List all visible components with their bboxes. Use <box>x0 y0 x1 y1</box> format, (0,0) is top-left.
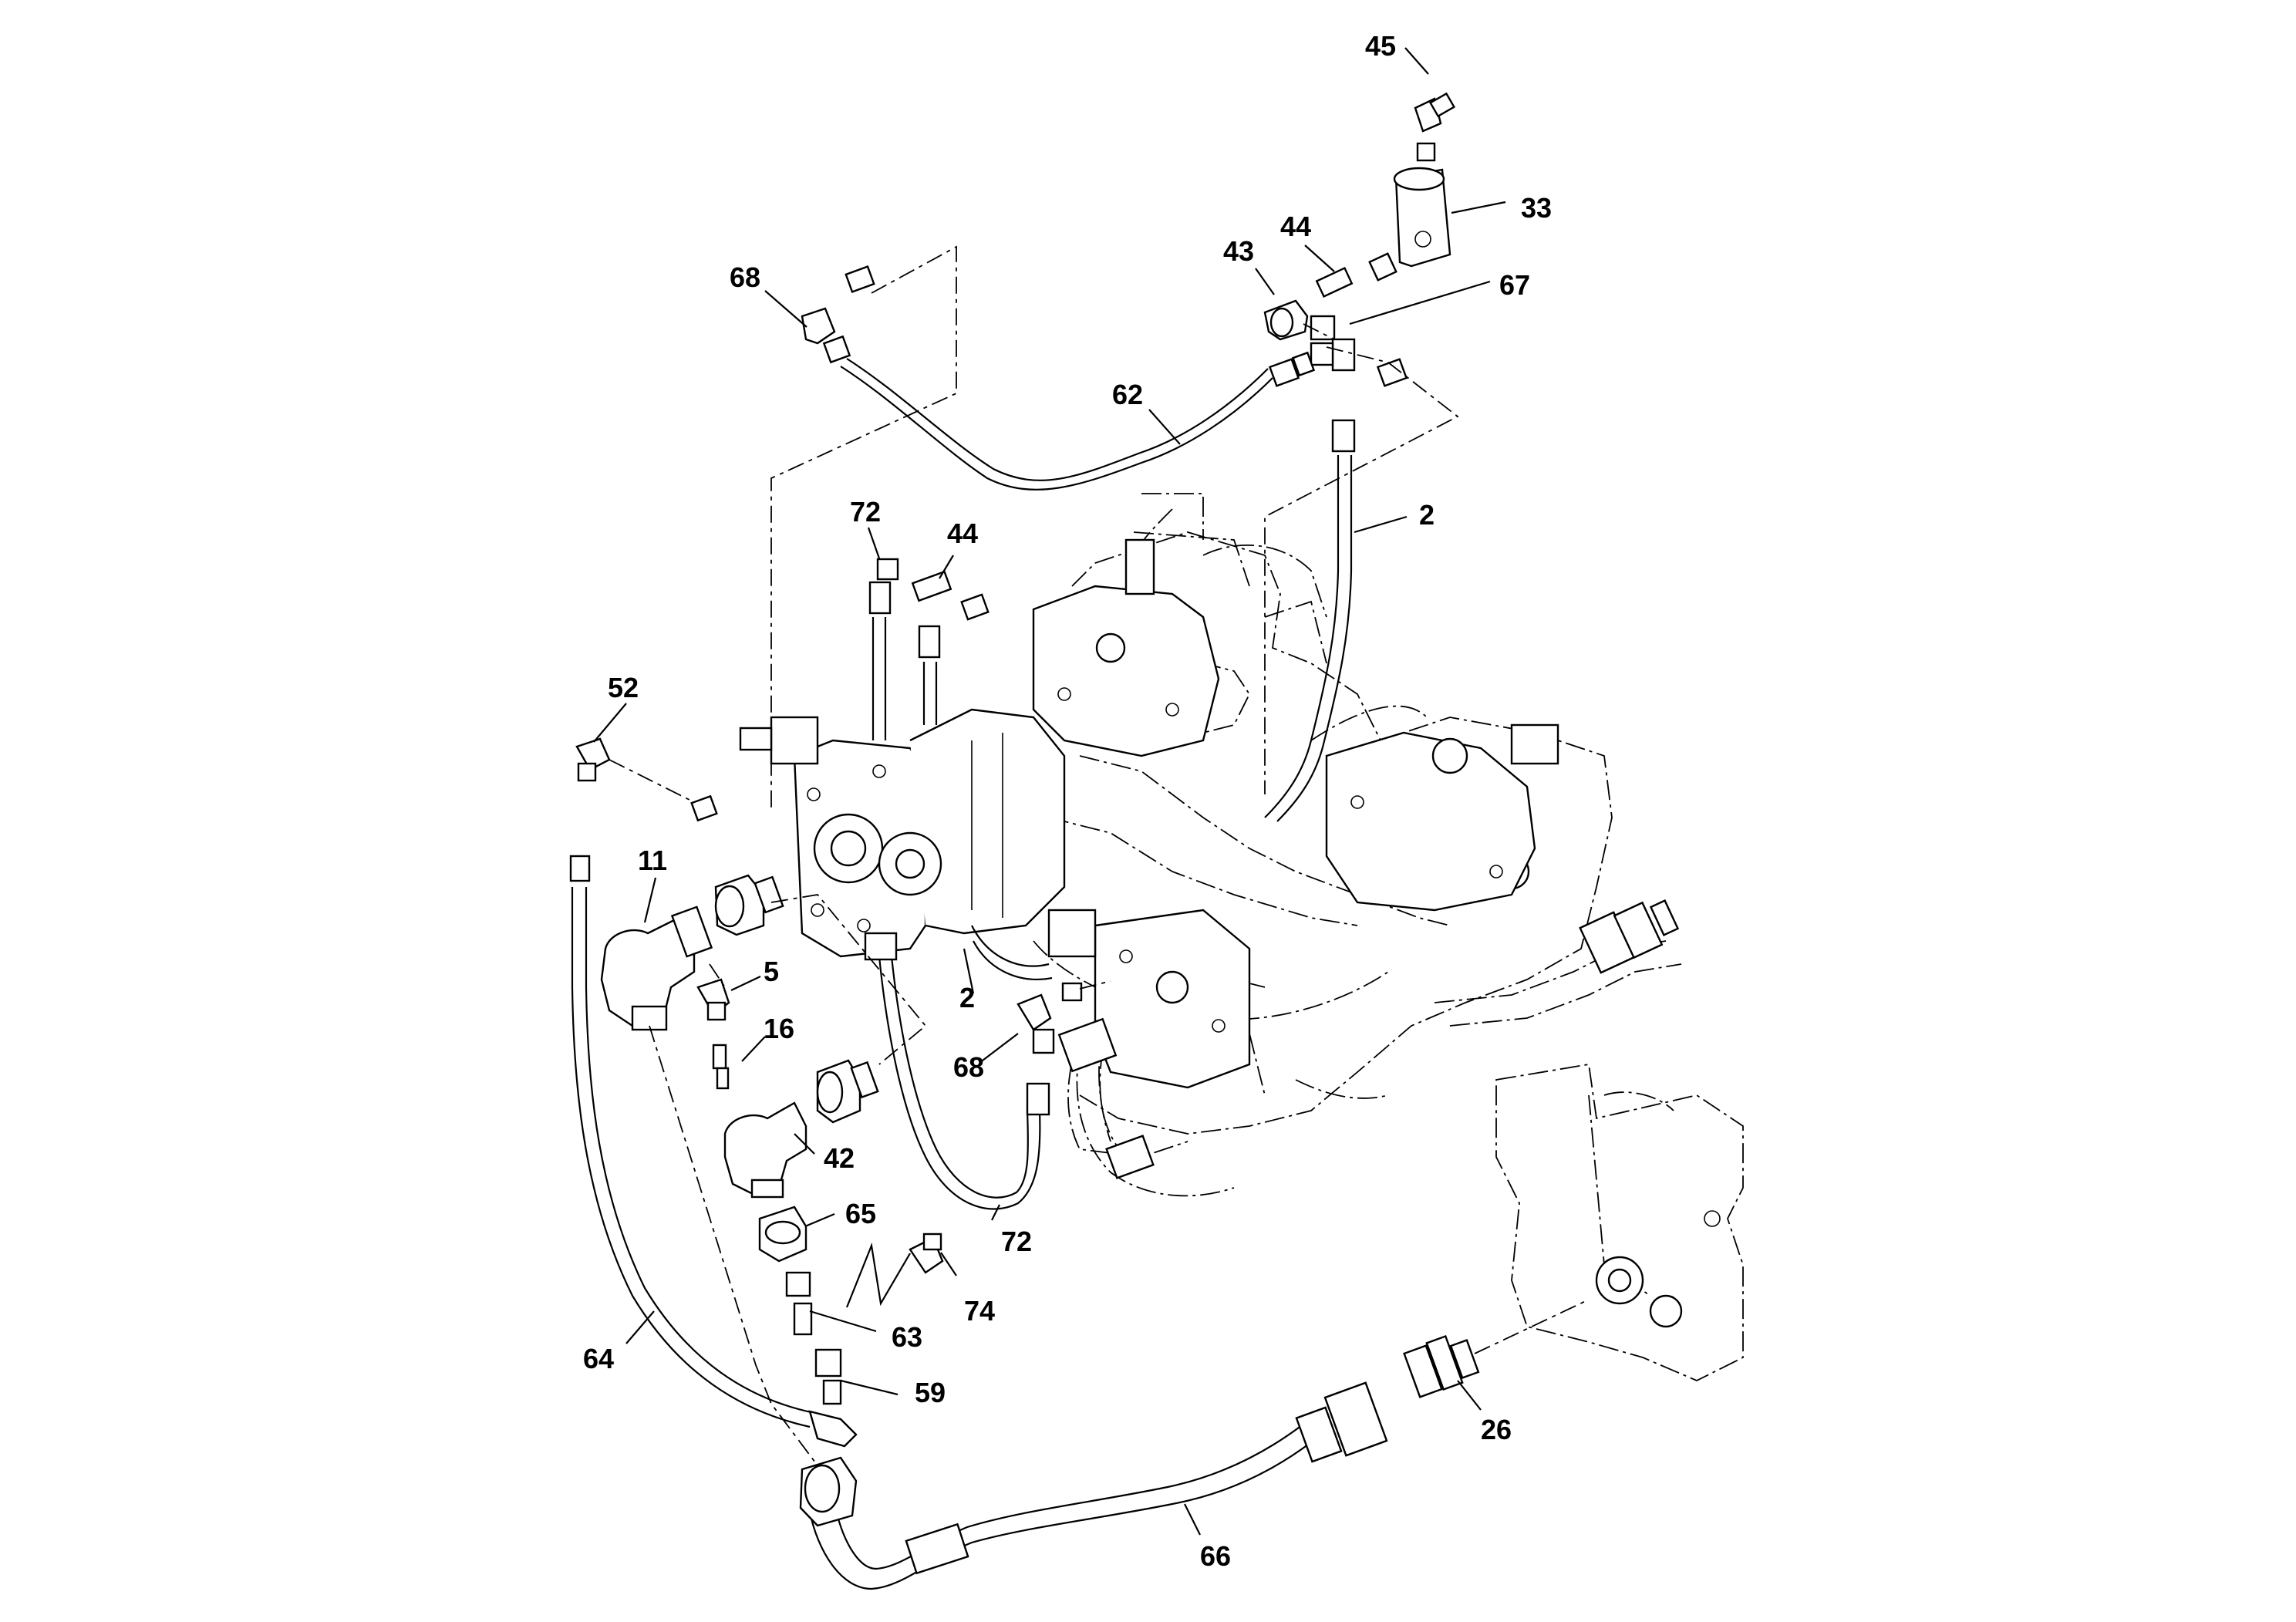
callout-74: 74 <box>964 1295 995 1327</box>
callout-67: 67 <box>1499 269 1530 301</box>
fitting-44-middle <box>911 570 990 725</box>
elbow-fitting-68-top <box>801 265 875 364</box>
pump-assembly <box>739 493 1682 1197</box>
callout-68-lower: 68 <box>953 1051 984 1083</box>
alignment-line-union <box>770 894 927 1065</box>
adapter-26 <box>1403 1334 1480 1398</box>
callout-52: 52 <box>608 672 639 703</box>
tee-fitting-67 <box>1310 315 1356 372</box>
callout-33: 33 <box>1521 192 1552 224</box>
union-fitting-42 <box>816 1059 879 1124</box>
alignment-line-26 <box>1474 1299 1590 1354</box>
adapter-63 <box>785 1271 813 1336</box>
callout-72-lower: 72 <box>1001 1226 1032 1257</box>
callout-62: 62 <box>1112 379 1143 410</box>
hose-66-crimp-end <box>905 1381 1388 1575</box>
leader-lines <box>593 47 1506 1536</box>
alignment-line-52 <box>609 759 695 803</box>
callout-68-top: 68 <box>730 261 760 293</box>
hose-66 <box>799 1381 1388 1590</box>
alignment-line-top-left <box>770 245 957 810</box>
elbow-fitting-68-lower <box>1017 982 1083 1054</box>
hose-2-upper <box>1264 419 1356 822</box>
elbow-fitting-74 <box>909 1233 944 1274</box>
callout-63: 63 <box>892 1321 922 1353</box>
check-valve-16 <box>712 1044 730 1090</box>
callout-42: 42 <box>824 1142 855 1174</box>
callout-66: 66 <box>1200 1540 1231 1572</box>
alignment-line-42 <box>709 963 726 988</box>
fitting-59 <box>814 1348 842 1405</box>
front-pump-body <box>793 708 1066 958</box>
callout-16: 16 <box>764 1013 794 1044</box>
hose-66-swivel-nut <box>799 1456 858 1527</box>
right-coupling-fitting <box>1579 899 1680 974</box>
callout-5: 5 <box>764 956 779 987</box>
tee-fitting-72-top <box>868 558 899 740</box>
callout-44-middle: 44 <box>947 518 978 549</box>
cap-43 <box>1263 299 1309 341</box>
callout-59: 59 <box>915 1377 946 1408</box>
callout-11: 11 <box>638 845 667 876</box>
motor-housing <box>1495 1063 1744 1381</box>
lower-pump-elbow <box>1057 1017 1155 1179</box>
solenoid-valve-left <box>739 716 819 765</box>
callout-64: 64 <box>583 1343 614 1374</box>
callout-44-top: 44 <box>1280 211 1311 242</box>
callout-72-top: 72 <box>850 496 881 528</box>
lower-manifold-block <box>1047 909 1251 1089</box>
coupling-65 <box>758 1206 807 1263</box>
elbow-fitting-11 <box>600 905 713 1031</box>
fitting-44-top <box>1315 252 1397 298</box>
accumulator-33 <box>1393 167 1451 268</box>
elbow-fitting-42 <box>723 1101 807 1199</box>
alignment-line-elbow-11 <box>649 1025 818 1466</box>
callout-65: 65 <box>845 1198 876 1229</box>
callout-2-upper: 2 <box>1419 499 1435 531</box>
zigzag-connector <box>845 1242 911 1308</box>
tee-fitting-52 <box>575 737 718 822</box>
nipple-fitting-top <box>1416 142 1436 162</box>
plug-right-top <box>1376 358 1408 387</box>
union-fitting-top <box>714 874 784 936</box>
callout-2-lower: 2 <box>959 982 975 1013</box>
callout-labels: 45 33 44 43 67 68 62 2 72 44 52 11 5 16 … <box>583 30 1552 1572</box>
fitting-62-end <box>1268 351 1316 387</box>
upper-valve-body <box>1032 538 1220 757</box>
alignment-line-68 <box>1079 980 1111 990</box>
callout-45: 45 <box>1365 30 1396 62</box>
callout-43: 43 <box>1223 235 1254 267</box>
hose-64 <box>569 855 858 1448</box>
right-valve-body <box>1325 723 1559 912</box>
alignment-line-tee <box>1303 323 1335 340</box>
hose-2-lower <box>971 925 1053 980</box>
callout-26: 26 <box>1481 1414 1512 1445</box>
elbow-fitting-45 <box>1414 92 1456 133</box>
alignment-line-top-right <box>1264 346 1459 794</box>
elbow-fitting-5 <box>696 978 730 1021</box>
hose-72-lower <box>864 932 1050 1210</box>
hose-62 <box>840 358 1273 491</box>
